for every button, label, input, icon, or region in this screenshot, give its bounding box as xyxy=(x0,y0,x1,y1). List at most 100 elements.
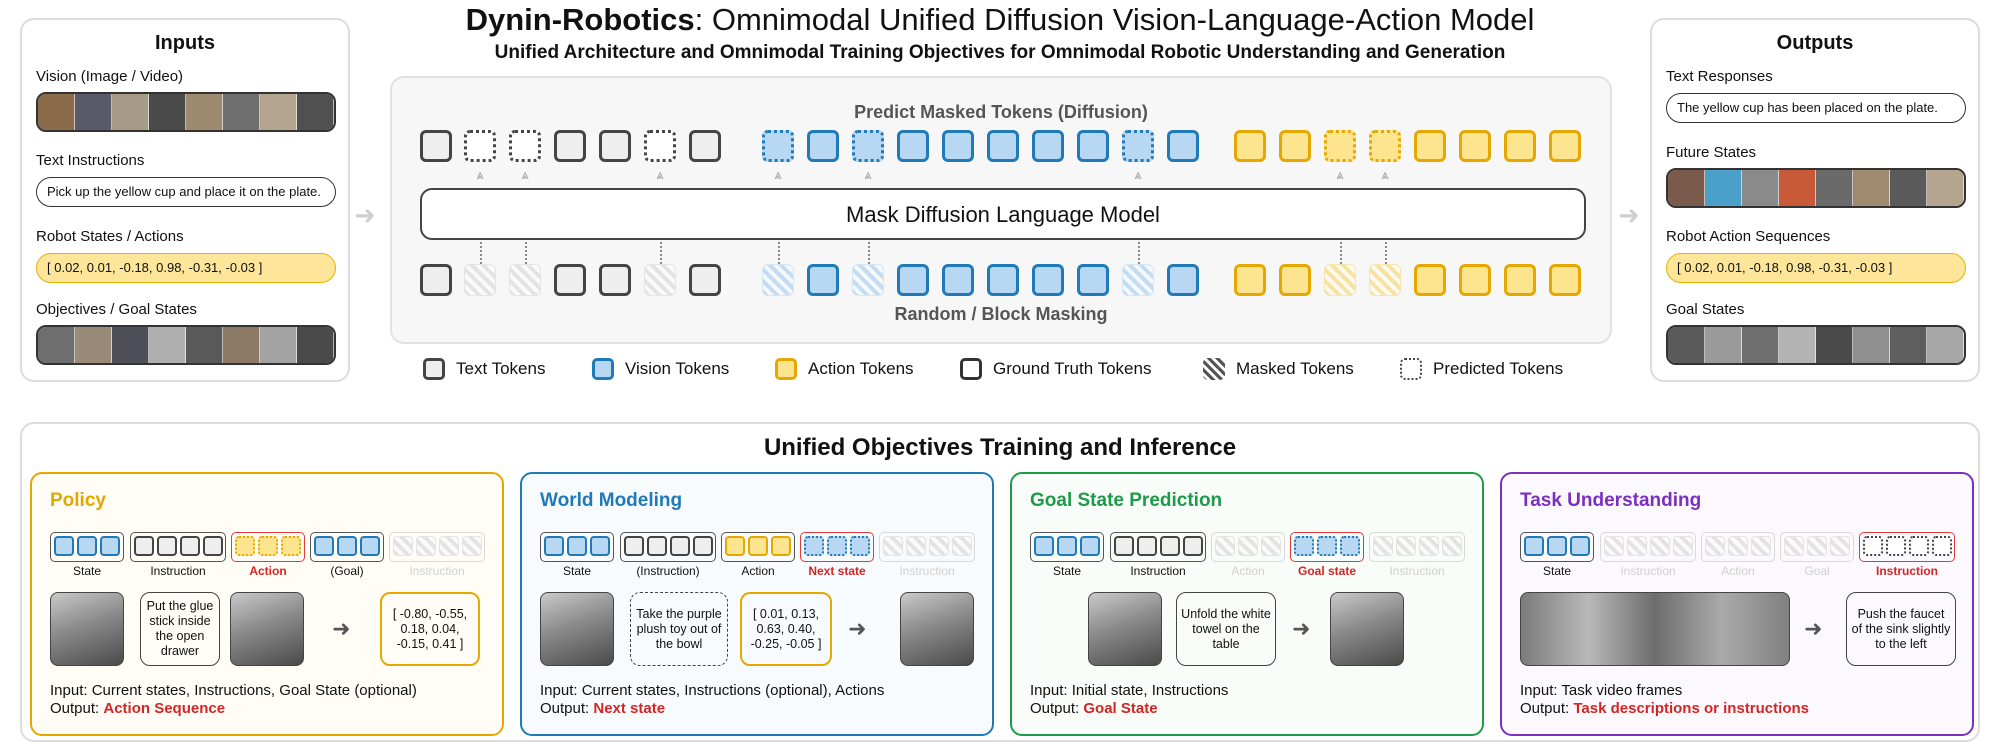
predict-arrow-icon: ⩓ xyxy=(774,167,782,182)
mask-link xyxy=(480,242,482,264)
legend-masked-tokens: Masked Tokens xyxy=(1236,359,1354,378)
outputs-panel: Outputs Text Responses The yellow cup ha… xyxy=(1650,18,1980,382)
world-label-action: Action xyxy=(741,564,775,578)
masked-mini-token xyxy=(1784,536,1804,556)
top-vision-token xyxy=(1167,130,1199,162)
future-states-label: Future States xyxy=(1666,144,1757,161)
masked-mini-token xyxy=(929,536,949,556)
top-vision-token xyxy=(1077,130,1109,162)
policy-output-prefix: Output: xyxy=(50,700,104,717)
text-mini-token xyxy=(1909,536,1929,556)
top-text-token xyxy=(554,130,586,162)
bottom-action-token xyxy=(1414,264,1446,296)
vision-mini-token xyxy=(567,536,587,556)
policy-label-faded-instruction: Instruction xyxy=(409,564,465,578)
goal-instruction-bubble: Unfold the white towel on the table xyxy=(1176,592,1276,666)
policy-faded-instruction-group xyxy=(389,532,485,562)
text-mini-token xyxy=(1886,536,1906,556)
world-modeling-title: World Modeling xyxy=(540,490,683,511)
robot-action-sequences-label: Robot Action Sequences xyxy=(1666,228,1831,245)
goal-result-image xyxy=(1330,592,1404,666)
top-text-token xyxy=(689,130,721,162)
mask-link xyxy=(660,242,662,264)
masked-mini-token xyxy=(1751,536,1771,556)
world-label-faded-instruction: Instruction xyxy=(899,564,955,578)
policy-output-text: Output: Action Sequence xyxy=(50,700,225,717)
vision-mini-token xyxy=(1034,536,1054,556)
bottom-masked-action-token xyxy=(1369,264,1401,296)
task-instruction-bubble: Push the faucet of the sink slightly to … xyxy=(1846,592,1956,666)
vision-mini-token xyxy=(590,536,610,556)
page-subtitle: Unified Architecture and Omnimodal Train… xyxy=(494,42,1506,63)
top-text-token-predicted xyxy=(464,130,496,162)
task-understanding-title: Task Understanding xyxy=(1520,490,1702,511)
world-instruction-bubble: Take the purple plush toy out of the bow… xyxy=(630,592,728,666)
bottom-action-token xyxy=(1234,264,1266,296)
text-mini-token xyxy=(1160,536,1180,556)
text-mini-token xyxy=(1863,536,1883,556)
action-mini-token xyxy=(235,536,255,556)
top-action-token-predicted xyxy=(1324,130,1356,162)
legend-action-token-icon xyxy=(775,358,797,380)
task-label-action: Action xyxy=(1721,564,1755,578)
policy-goal-image xyxy=(230,592,304,666)
mask-link xyxy=(778,242,780,264)
legend-vision-tokens: Vision Tokens xyxy=(625,359,730,378)
world-action-vector: [ 0.01, 0.13, 0.63, 0.40, -0.25, -0.05 ] xyxy=(740,592,832,666)
bottom-masked-token xyxy=(464,264,496,296)
task-faded-instruction-group xyxy=(1600,532,1696,562)
policy-panel: Policy State Instruction Action (Goal) I… xyxy=(30,472,504,736)
bottom-text-token xyxy=(420,264,452,296)
output-goal-image-strip xyxy=(1666,325,1966,365)
masked-mini-token xyxy=(1705,536,1725,556)
vision-mini-token xyxy=(314,536,334,556)
text-mini-token xyxy=(157,536,177,556)
top-action-token xyxy=(1414,130,1446,162)
vision-mini-token xyxy=(1294,536,1314,556)
robot-states-value: [ 0.02, 0.01, -0.18, 0.98, -0.31, -0.03 … xyxy=(36,253,336,283)
vision-mini-token xyxy=(54,536,74,556)
goal-label-action: Action xyxy=(1231,564,1265,578)
masked-mini-token xyxy=(439,536,459,556)
top-text-token-predicted xyxy=(644,130,676,162)
bottom-action-token xyxy=(1279,264,1311,296)
policy-action-group xyxy=(231,532,305,562)
predict-arrow-icon: ⩓ xyxy=(656,167,664,182)
mask-link xyxy=(1340,242,1342,264)
input-flow-arrow: ➜ xyxy=(354,200,376,230)
vision-mini-token xyxy=(337,536,357,556)
masked-mini-token xyxy=(1373,536,1393,556)
goal-faded-action-group xyxy=(1211,532,1285,562)
vision-mini-token xyxy=(1524,536,1544,556)
title-rest: : Omnimodal Unified Diffusion Vision-Lan… xyxy=(694,2,1535,37)
goal-arrow-icon: ➜ xyxy=(1292,616,1311,641)
goal-label-instruction: Instruction xyxy=(1130,564,1186,578)
goal-output-prefix: Output: xyxy=(1030,700,1084,717)
top-vision-token-predicted xyxy=(762,130,794,162)
policy-instruction-group xyxy=(130,532,226,562)
robot-states-label: Robot States / Actions xyxy=(36,228,184,245)
policy-label-instruction: Instruction xyxy=(150,564,206,578)
inputs-title: Inputs xyxy=(155,32,215,54)
vision-image-strip xyxy=(36,92,336,132)
world-state-group xyxy=(540,532,614,562)
vision-label: Vision (Image / Video) xyxy=(36,68,184,85)
task-faded-goal-group xyxy=(1780,532,1854,562)
predict-masked-label: Predict Masked Tokens (Diffusion) xyxy=(854,102,1148,122)
output-flow-arrow: ➜ xyxy=(1618,200,1640,230)
top-vision-token-predicted xyxy=(852,130,884,162)
vision-mini-token xyxy=(827,536,847,556)
inputs-panel: Inputs Vision (Image / Video) Text Instr… xyxy=(20,18,350,382)
goal-goal-state-group xyxy=(1290,532,1364,562)
goal-label-state: State xyxy=(1052,564,1082,578)
masked-mini-token xyxy=(1396,536,1416,556)
text-mini-token xyxy=(180,536,200,556)
top-vision-token xyxy=(987,130,1019,162)
masked-mini-token xyxy=(1650,536,1670,556)
legend-action-tokens: Action Tokens xyxy=(808,359,914,378)
policy-goal-group xyxy=(310,532,384,562)
bottom-vision-token xyxy=(1077,264,1109,296)
top-action-token-predicted xyxy=(1369,130,1401,162)
predict-arrow-icon: ⩓ xyxy=(521,167,529,182)
legend-gt-token-icon xyxy=(960,358,982,380)
